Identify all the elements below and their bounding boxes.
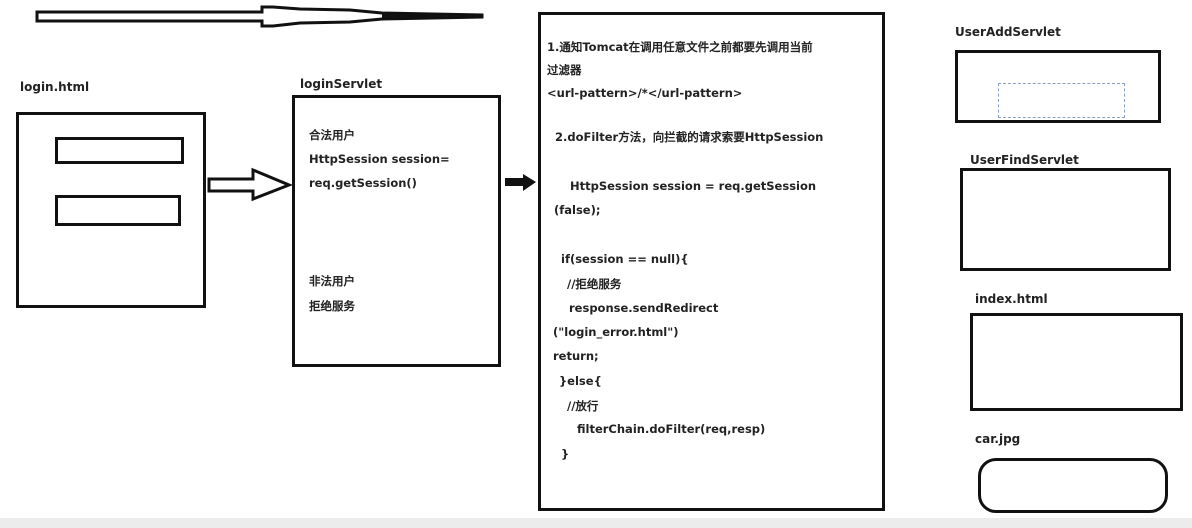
long-arrow-shape: [35, 5, 484, 28]
login-servlet-box: 合法用户 HttpSession session= req.getSession…: [292, 95, 501, 367]
servlet-line: 非法用户: [309, 274, 355, 288]
password-field-shape: [55, 195, 181, 226]
filter-line: (false);: [554, 203, 601, 217]
servlet-line: HttpSession session=: [309, 152, 450, 166]
selection-rectangle[interactable]: [998, 83, 1125, 118]
user-find-servlet-label: UserFindServlet: [970, 153, 1079, 167]
login-servlet-label: loginServlet: [300, 77, 383, 91]
user-add-servlet-box: [955, 50, 1161, 123]
filter-line: 过滤器: [547, 63, 582, 77]
filter-box: 1.通知Tomcat在调用任意文件之前都要先调用当前 过滤器 <url-patt…: [538, 12, 885, 511]
index-html-label: index.html: [975, 292, 1048, 306]
servlet-line: 拒绝服务: [309, 299, 355, 313]
filter-line: }: [561, 447, 570, 461]
bottom-bar: [0, 518, 1192, 528]
filter-line: HttpSession session = req.getSession: [570, 179, 817, 193]
filled-arrow-icon: [505, 174, 536, 191]
hollow-arrow-icon: [207, 167, 294, 202]
car-jpg-box: [978, 458, 1168, 513]
car-jpg-label: car.jpg: [975, 432, 1021, 446]
filter-line: if(session == null){: [561, 252, 689, 266]
login-html-box: [16, 112, 206, 308]
filter-line: //放行: [567, 399, 599, 413]
filter-line: ("login_error.html"): [553, 325, 679, 339]
filter-line: return;: [553, 349, 599, 363]
index-html-box: [970, 313, 1183, 411]
filter-line: 1.通知Tomcat在调用任意文件之前都要先调用当前: [547, 40, 813, 54]
username-field-shape: [55, 137, 184, 164]
filter-line: response.sendRedirect: [569, 301, 719, 315]
login-html-label: login.html: [20, 80, 90, 94]
servlet-line: req.getSession(): [309, 176, 417, 190]
filter-line: //拒绝服务: [567, 277, 622, 291]
filter-line: 2.doFilter方法，向拦截的请求索要HttpSession: [555, 130, 824, 144]
filter-line: <url-pattern>/*</url-pattern>: [547, 86, 743, 100]
filter-line: }else{: [559, 374, 602, 388]
servlet-line: 合法用户: [309, 128, 355, 142]
user-find-servlet-box: [960, 168, 1171, 271]
user-add-servlet-label: UserAddServlet: [955, 25, 1061, 39]
filter-line: filterChain.doFilter(req,resp): [577, 422, 766, 436]
